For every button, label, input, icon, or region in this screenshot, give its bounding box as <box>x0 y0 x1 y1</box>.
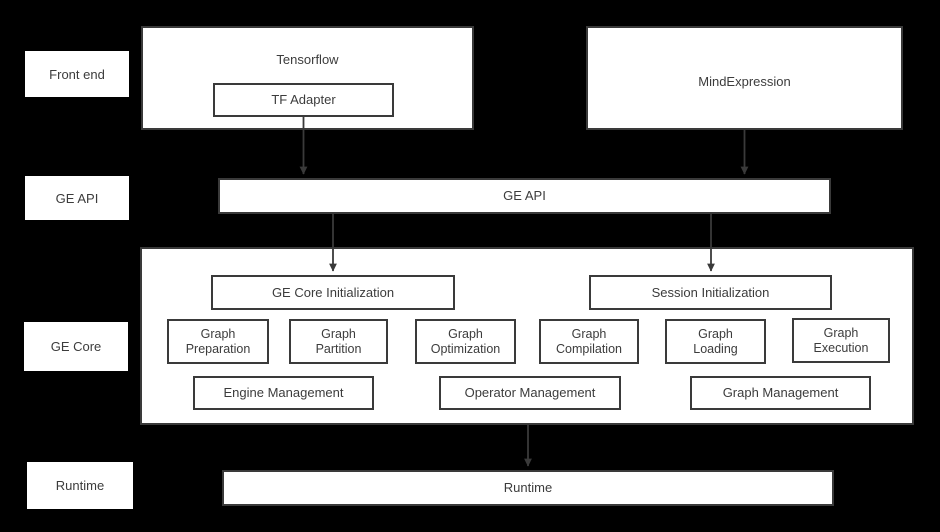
engine-management-label: Engine Management <box>223 385 344 401</box>
tensorflow-panel-title: Tensorflow <box>276 52 339 67</box>
ge-api-bar-label: GE API <box>503 188 546 204</box>
operator-management-box[interactable]: Operator Management <box>439 376 621 410</box>
layer-label-front-end: Front end <box>25 51 129 97</box>
graph-compilation-box[interactable]: Graph Compilation <box>539 319 639 364</box>
graph-partition-label: Graph Partition <box>315 326 362 356</box>
runtime-bar[interactable]: Runtime <box>222 470 834 506</box>
graph-loading-label: Graph Loading <box>693 326 738 356</box>
operator-management-label: Operator Management <box>464 385 596 401</box>
mindexpression-panel-title: MindExpression <box>698 74 791 89</box>
graph-management-label: Graph Management <box>722 385 839 401</box>
tf-adapter-box[interactable]: TF Adapter <box>213 83 394 117</box>
graph-management-box[interactable]: Graph Management <box>690 376 871 410</box>
session-initialization-box[interactable]: Session Initialization <box>589 275 832 310</box>
graph-preparation-box[interactable]: Graph Preparation <box>167 319 269 364</box>
graph-preparation-label: Graph Preparation <box>185 326 251 356</box>
ge-api-bar[interactable]: GE API <box>218 178 831 214</box>
layer-label-ge-core-text: GE Core <box>50 339 102 354</box>
layer-label-front-end-text: Front end <box>49 66 105 82</box>
layer-label-ge-api-text: GE API <box>55 190 99 206</box>
tf-adapter-label: TF Adapter <box>271 92 336 108</box>
runtime-bar-label: Runtime <box>503 480 553 496</box>
graph-optimization-label: Graph Optimization <box>430 326 501 356</box>
layer-label-runtime: Runtime <box>27 462 133 509</box>
engine-management-box[interactable]: Engine Management <box>193 376 374 410</box>
ge-core-initialization-label: GE Core Initialization <box>271 284 395 300</box>
mindexpression-panel[interactable]: MindExpression <box>586 26 903 130</box>
graph-optimization-box[interactable]: Graph Optimization <box>415 319 516 364</box>
graph-loading-box[interactable]: Graph Loading <box>665 319 766 364</box>
layer-label-ge-core: GE Core <box>24 322 128 371</box>
layer-label-ge-api: GE API <box>25 176 129 220</box>
graph-execution-label: Graph Execution <box>813 325 869 355</box>
session-initialization-label: Session Initialization <box>651 284 770 300</box>
graph-compilation-label: Graph Compilation <box>555 326 622 356</box>
ge-core-initialization-box[interactable]: GE Core Initialization <box>211 275 455 310</box>
graph-execution-box[interactable]: Graph Execution <box>792 318 890 363</box>
layer-label-runtime-text: Runtime <box>55 478 105 493</box>
graph-partition-box[interactable]: Graph Partition <box>289 319 388 364</box>
